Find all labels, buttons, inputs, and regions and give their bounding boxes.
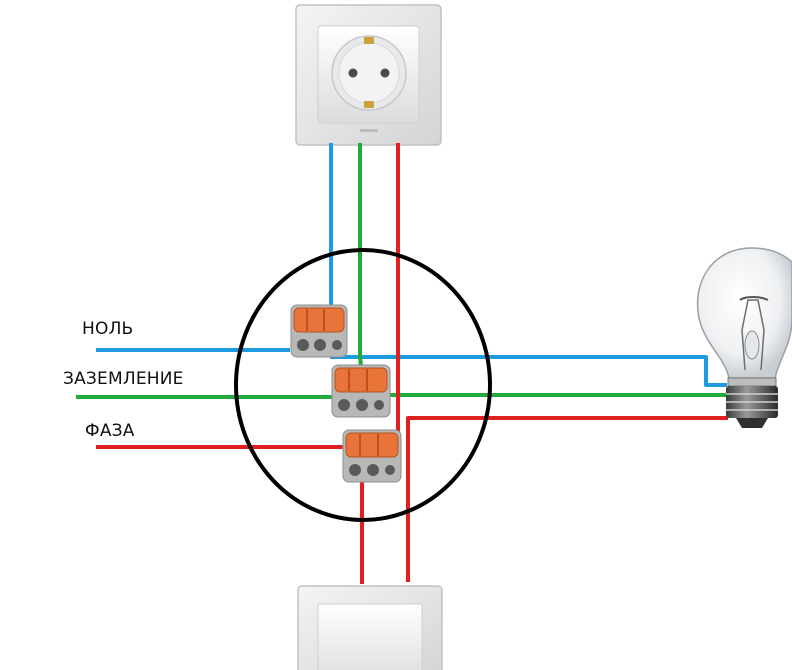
wall-socket-icon xyxy=(295,4,442,146)
wall-switch-icon xyxy=(297,585,443,670)
neutral-label: НОЛЬ xyxy=(82,319,134,339)
phase-label: ФАЗА xyxy=(85,421,135,441)
neutral-wires xyxy=(96,143,727,387)
lever-wire-connector-icon xyxy=(331,364,391,418)
ground-label: ЗАЗЕМЛЕНИЕ xyxy=(63,369,184,389)
lever-wire-connector-icon xyxy=(290,304,348,358)
junction-box-circle xyxy=(234,248,492,522)
phase-wires xyxy=(96,143,728,584)
light-bulb-icon xyxy=(696,247,792,428)
lever-wire-connector-icon xyxy=(342,429,402,483)
